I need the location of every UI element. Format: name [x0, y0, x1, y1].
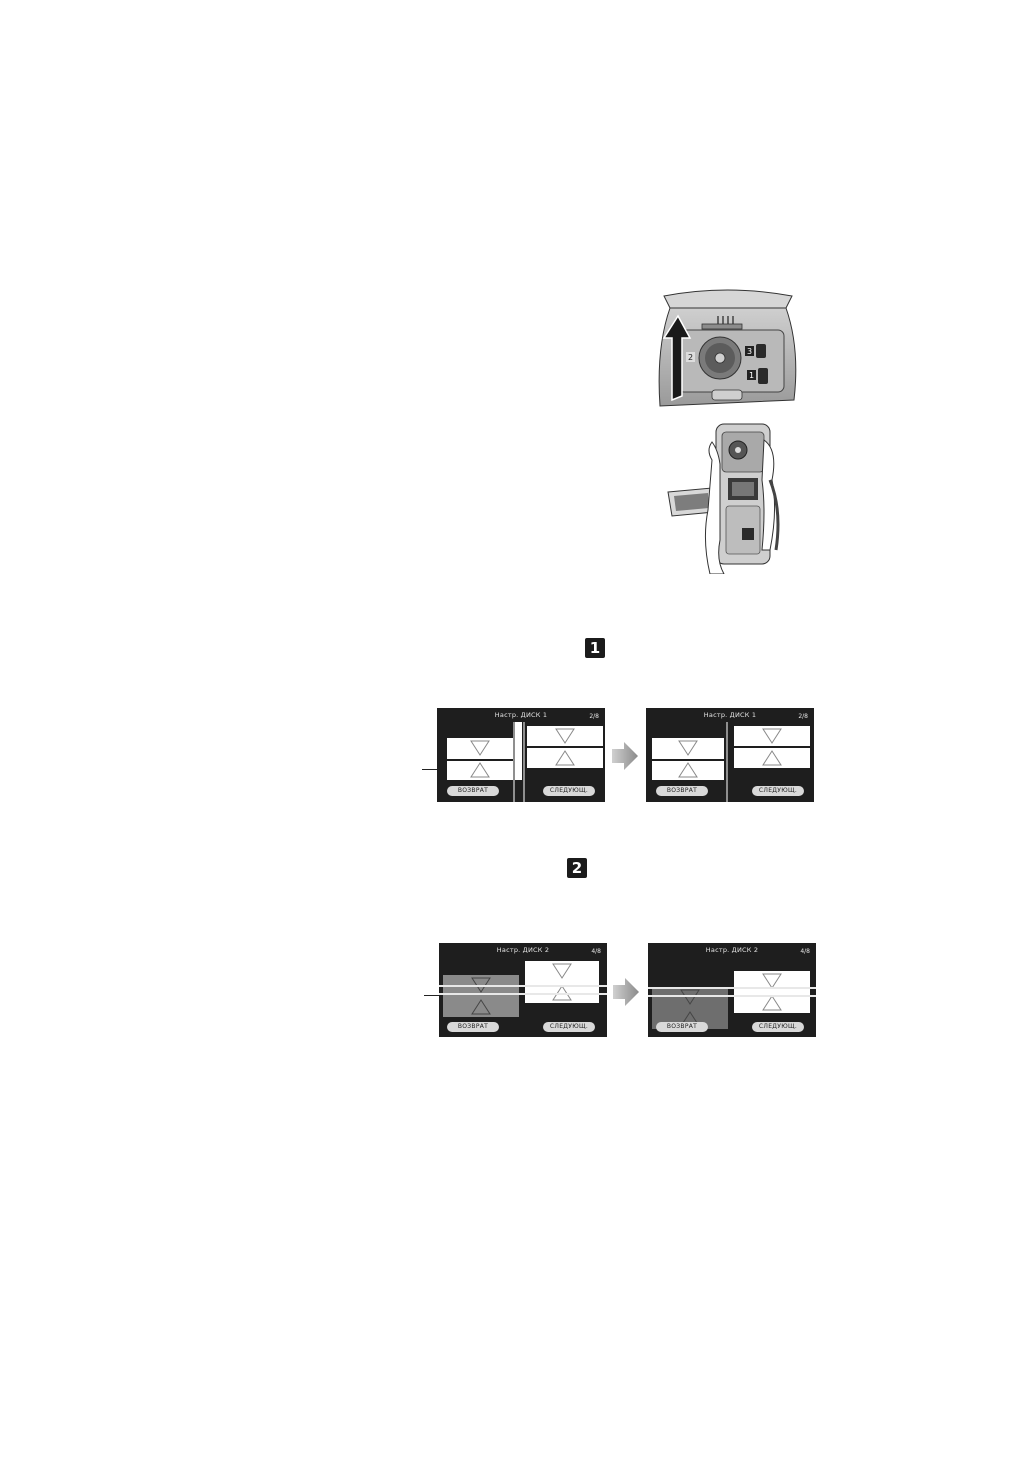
- screen-title: Настр. ДИСК 1: [494, 711, 548, 719]
- divider-line: [726, 722, 728, 802]
- divider-line: [513, 722, 515, 802]
- triangle-down-icon: [680, 989, 700, 1005]
- selection-line: [439, 993, 607, 995]
- divider-line: [652, 759, 724, 761]
- divider-line: [447, 759, 513, 761]
- triangle-down-icon: [552, 963, 572, 979]
- step-badge-2: 2: [567, 858, 587, 878]
- back-button[interactable]: ВОЗВРАТ: [447, 1022, 499, 1032]
- divider-line: [527, 746, 603, 748]
- dial-label-2: 2: [688, 353, 693, 362]
- triangle-down-icon: [555, 728, 575, 744]
- triangle-up-icon: [471, 999, 491, 1015]
- option-box-right[interactable]: [734, 971, 810, 1013]
- camcorder-in-hand-illustration: [667, 423, 780, 574]
- lcd-screen-disc2-after: Настр. ДИСК 2 4/8 ВОЗВРАТ СЛЕДУЮЩ.: [648, 943, 816, 1037]
- triangle-down-icon: [678, 740, 698, 756]
- arrow-right-icon: [612, 742, 638, 770]
- selection-bar: [515, 722, 522, 780]
- dial-label-1: 1: [749, 371, 754, 380]
- lcd-screen-disc1-after: Настр. ДИСК 1 2/8 ВОЗВРАТ СЛЕДУЮЩ.: [646, 708, 814, 802]
- triangle-up-icon: [555, 750, 575, 766]
- triangle-up-icon: [762, 995, 782, 1011]
- triangle-up-icon: [470, 762, 490, 778]
- disc-cover-illustration: 3 2 1: [658, 289, 797, 407]
- triangle-down-icon: [762, 728, 782, 744]
- page-indicator: 4/8: [800, 948, 810, 955]
- option-box-right[interactable]: [525, 961, 599, 1003]
- back-button[interactable]: ВОЗВРАТ: [656, 1022, 708, 1032]
- selection-line: [439, 985, 607, 987]
- divider-line: [734, 746, 810, 748]
- callout-line: [424, 995, 442, 996]
- next-button[interactable]: СЛЕДУЮЩ.: [543, 786, 595, 796]
- divider-line: [523, 722, 525, 802]
- page-indicator: 2/8: [589, 713, 599, 720]
- back-button[interactable]: ВОЗВРАТ: [447, 786, 499, 796]
- next-button[interactable]: СЛЕДУЮЩ.: [752, 786, 804, 796]
- selection-line: [648, 987, 816, 989]
- back-button[interactable]: ВОЗВРАТ: [656, 786, 708, 796]
- triangle-down-icon: [470, 740, 490, 756]
- next-button[interactable]: СЛЕДУЮЩ.: [543, 1022, 595, 1032]
- arrow-right-icon: [613, 978, 639, 1006]
- page-indicator: 2/8: [798, 713, 808, 720]
- step-badge-1: 1: [585, 638, 605, 658]
- triangle-down-icon: [762, 973, 782, 989]
- page-indicator: 4/8: [591, 948, 601, 955]
- option-box-left-selected[interactable]: [443, 975, 519, 1017]
- triangle-up-icon: [762, 750, 782, 766]
- screen-title: Настр. ДИСК 2: [496, 946, 550, 954]
- next-button[interactable]: СЛЕДУЮЩ.: [752, 1022, 804, 1032]
- dial-label-3: 3: [747, 347, 752, 356]
- triangle-up-icon: [678, 762, 698, 778]
- lcd-screen-disc2-before: Настр. ДИСК 2 4/8 ВОЗВРАТ СЛЕДУЮЩ.: [439, 943, 607, 1037]
- screen-title: Настр. ДИСК 2: [705, 946, 759, 954]
- lcd-screen-disc1-before: Настр. ДИСК 1 2/8 ВОЗВРАТ СЛЕДУЮЩ.: [437, 708, 605, 802]
- selection-line: [648, 995, 816, 997]
- screen-title: Настр. ДИСК 1: [703, 711, 757, 719]
